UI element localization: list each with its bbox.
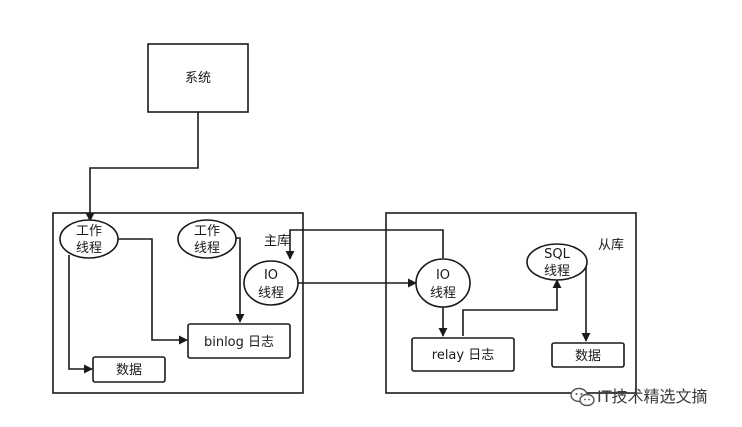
wechat-icon — [570, 387, 595, 407]
slave-frame — [385, 212, 637, 394]
binlog-label: binlog 日志 — [204, 335, 274, 350]
master-io-thread[interactable] — [243, 260, 299, 306]
master-label: 主库 — [264, 233, 290, 249]
arrow-worker2-to-binlog — [235, 237, 245, 323]
slave-io-label-line2: 线程 — [430, 286, 456, 301]
master-io-label-line1: IO — [264, 268, 278, 283]
arrow-system-to-worker — [85, 112, 199, 222]
binlog-box[interactable] — [187, 323, 291, 359]
slave-sql-thread[interactable] — [526, 243, 588, 281]
system-box[interactable] — [147, 43, 249, 113]
slave-data-box[interactable] — [551, 342, 625, 368]
arrow-worker1-to-data — [68, 255, 93, 374]
slave-label: 从库 — [598, 237, 624, 253]
master-worker-thread-1[interactable] — [59, 219, 119, 259]
watermark-text: IT技术精选文摘 — [597, 387, 708, 406]
master-io-label-line2: 线程 — [258, 286, 284, 301]
master-data-label: 数据 — [116, 363, 142, 378]
slave-sql-label-line2: 线程 — [544, 264, 570, 279]
relay-log-label: relay 日志 — [432, 348, 494, 363]
master-worker-1-label-line2: 线程 — [76, 241, 102, 256]
relay-log-box[interactable] — [411, 337, 515, 372]
master-worker-1-label-line1: 工作 — [76, 224, 102, 239]
master-data-box[interactable] — [92, 356, 166, 383]
master-worker-thread-2[interactable] — [177, 219, 237, 259]
arrow-relay-to-sql — [462, 279, 562, 336]
arrow-slave-io-to-master-io — [285, 229, 444, 260]
master-worker-2-label-line1: 工作 — [194, 224, 220, 239]
master-worker-2-label-line2: 线程 — [194, 241, 220, 256]
arrow-worker1-to-binlog — [118, 238, 188, 345]
slave-data-label: 数据 — [575, 349, 601, 364]
master-frame — [52, 212, 304, 394]
slave-sql-label-line1: SQL — [544, 247, 570, 262]
system-label: 系统 — [185, 71, 211, 86]
slave-io-label-line1: IO — [436, 268, 450, 283]
slave-io-thread[interactable] — [415, 258, 471, 308]
